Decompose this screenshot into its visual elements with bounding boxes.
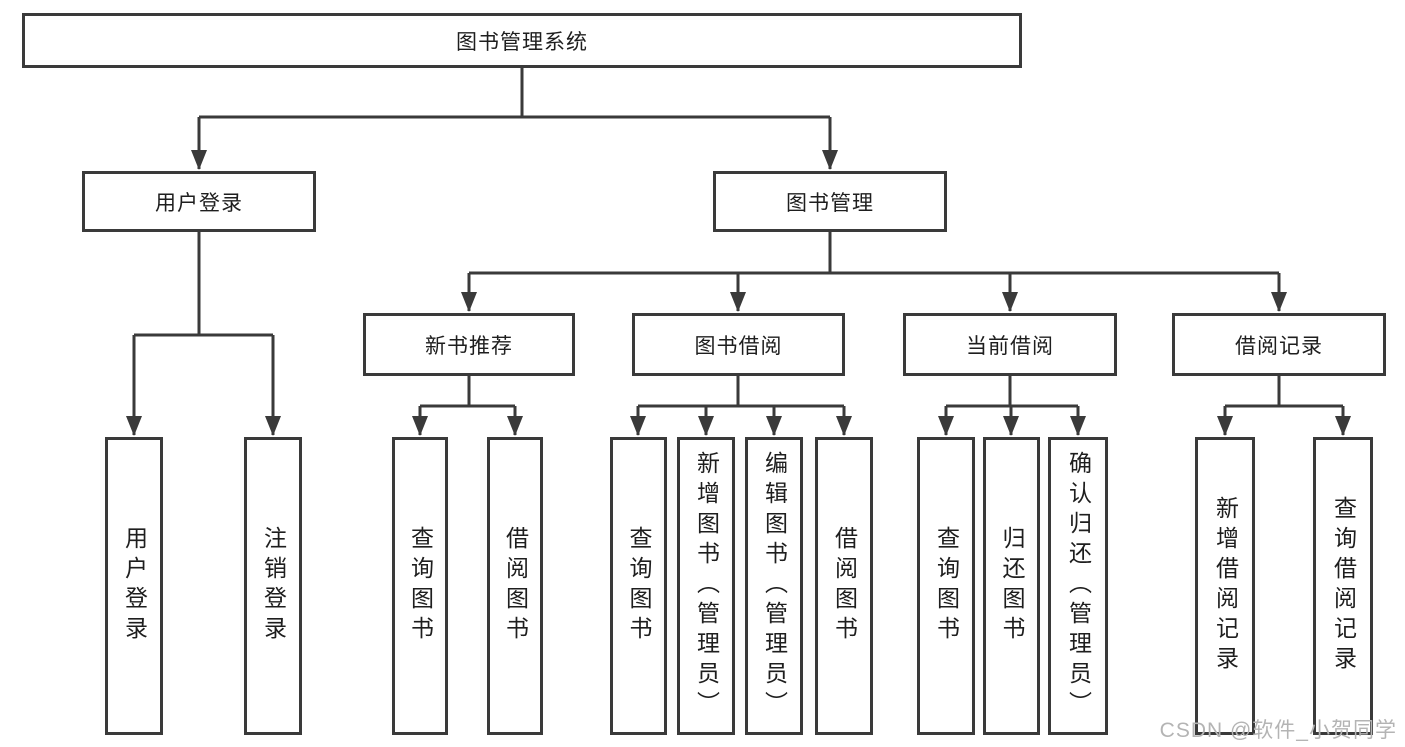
- csdn-watermark: CSDN @软件_小贺同学: [1159, 719, 1397, 742]
- node-book-borrow: 图书借阅: [632, 313, 845, 376]
- leaf-borrow-books-borrow: 借阅图书: [815, 437, 873, 735]
- node-borrow-records: 借阅记录: [1172, 313, 1386, 376]
- node-root: 图书管理系统: [22, 13, 1022, 68]
- leaf-query-borrow-record: 查询借阅记录: [1313, 437, 1373, 735]
- leaf-query-books-current: 查询图书: [917, 437, 975, 735]
- leaf-logout: 注销登录: [244, 437, 302, 735]
- node-new-book-recommend: 新书推荐: [363, 313, 575, 376]
- node-book-management: 图书管理: [713, 171, 947, 232]
- leaf-add-book-admin: 新增图书（管理员）: [677, 437, 735, 735]
- leaf-return-book: 归还图书: [983, 437, 1040, 735]
- leaf-query-books-borrow: 查询图书: [610, 437, 667, 735]
- leaf-confirm-return-admin: 确认归还（管理员）: [1048, 437, 1108, 735]
- node-user-login: 用户登录: [82, 171, 316, 232]
- node-current-borrow: 当前借阅: [903, 313, 1117, 376]
- leaf-edit-book-admin: 编辑图书（管理员）: [745, 437, 803, 735]
- leaf-user-login: 用户登录: [105, 437, 163, 735]
- leaf-borrow-books-recommend: 借阅图书: [487, 437, 543, 735]
- leaf-add-borrow-record: 新增借阅记录: [1195, 437, 1255, 735]
- leaf-query-books-recommend: 查询图书: [392, 437, 448, 735]
